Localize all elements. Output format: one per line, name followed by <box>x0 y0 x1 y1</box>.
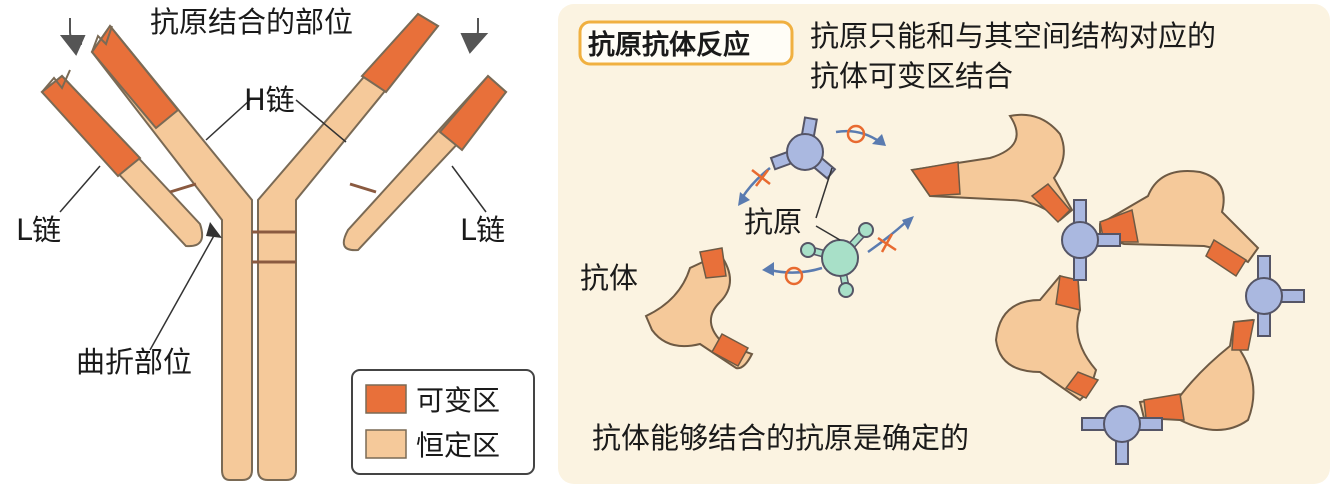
antigen-pointer-lines <box>815 167 841 241</box>
legend-swatch-constant <box>365 429 407 459</box>
antigen-blue-free <box>769 116 837 180</box>
complex-antigen-1 <box>1061 199 1121 281</box>
complex-antigen-3 <box>1081 405 1163 465</box>
reaction-badge-text: 抗原抗体反应 <box>588 29 750 61</box>
complex-antigen-2 <box>1245 255 1305 337</box>
antibody-label: 抗体 <box>580 261 638 295</box>
match-marks <box>751 124 897 286</box>
legend: 可变区 恒定区 <box>351 369 535 475</box>
reaction-badge <box>578 20 794 66</box>
antigen-label: 抗原 <box>744 205 802 239</box>
right-light-chain-label: L链 <box>460 213 505 247</box>
arrow-heads <box>738 134 914 276</box>
bottom-note: 抗体能够结合的抗原是确定的 <box>592 421 969 455</box>
antibody-structure <box>40 12 508 481</box>
legend-label-constant: 恒定区 <box>416 429 500 462</box>
reaction-panel <box>558 4 1330 484</box>
pointer-lines <box>59 99 487 351</box>
disulfide-bonds <box>169 182 377 264</box>
hinge-arrow-head <box>206 222 222 238</box>
binding-site-label: 抗原结合的部位 <box>150 5 353 39</box>
left-light-chain <box>40 69 204 248</box>
antigen-green-free <box>800 222 874 298</box>
heavy-chain-label: H链 <box>244 83 295 117</box>
right-light-chain <box>342 74 508 252</box>
legend-swatch-variable <box>365 384 407 414</box>
note-line-1: 抗原只能和与其空间结构对应的 <box>810 19 1216 53</box>
hinge-label: 曲折部位 <box>76 345 192 379</box>
legend-label-variable: 可变区 <box>416 384 500 417</box>
binding-site-arrows <box>59 18 489 56</box>
immune-complex <box>910 113 1305 465</box>
antibody-free <box>644 247 754 370</box>
left-heavy-chain <box>90 24 253 481</box>
note-line-2: 抗体可变区结合 <box>810 59 1013 93</box>
right-heavy-chain <box>257 12 440 481</box>
left-light-chain-label: L链 <box>16 213 61 247</box>
